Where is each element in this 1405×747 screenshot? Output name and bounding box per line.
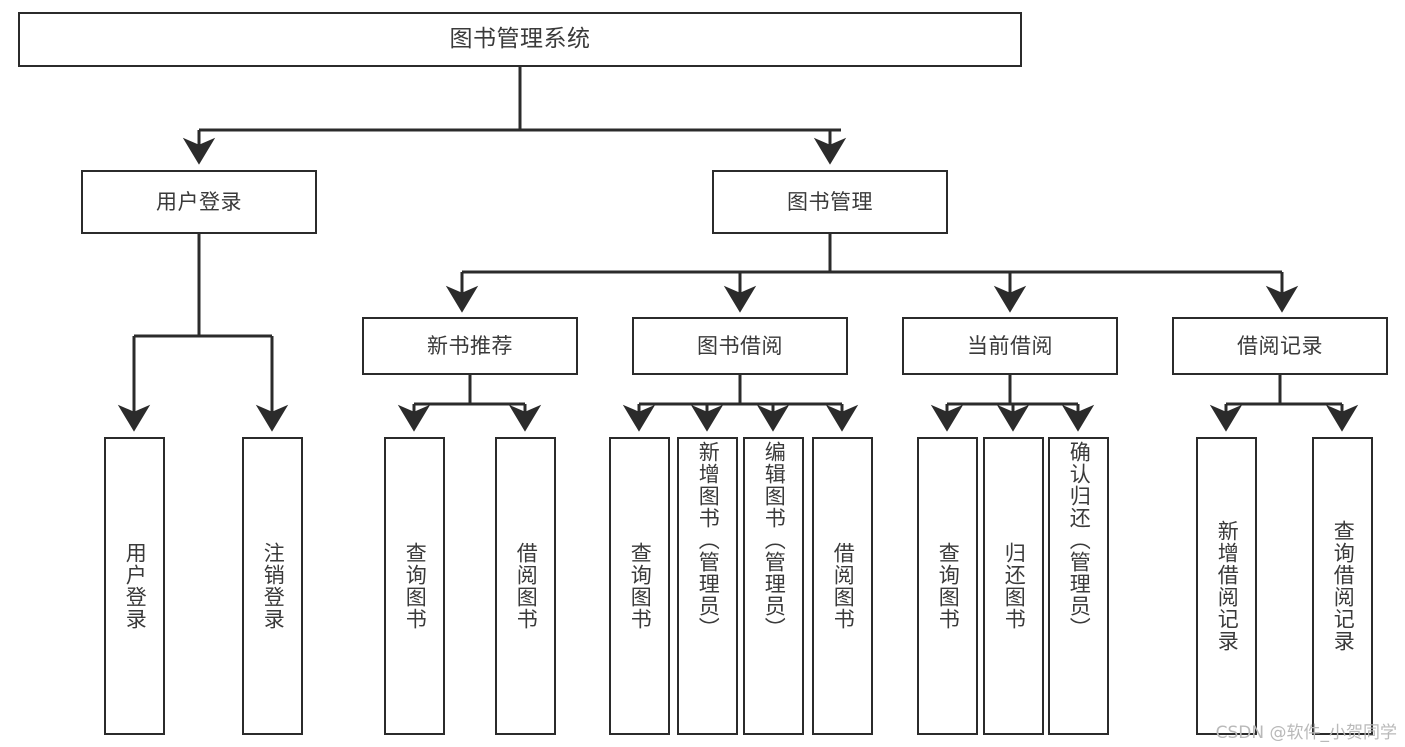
node-label: 注销登录: [261, 542, 286, 630]
node-label: 新增借阅记录: [1215, 520, 1240, 652]
watermark-text: CSDN @软件_小贺同学: [1215, 723, 1397, 743]
node-label: 图书管理系统: [449, 25, 591, 52]
node-label: 新书推荐: [427, 333, 513, 358]
node-label: 当前借阅: [967, 333, 1053, 358]
node-label: 新增图书（管理员）: [696, 441, 721, 639]
node-label: 图书管理: [787, 189, 873, 214]
leaf-current-return[interactable]: 归还图书: [983, 437, 1044, 735]
node-label: 查询图书: [403, 542, 428, 630]
node-label: 用户登录: [156, 189, 242, 214]
leaf-current-query[interactable]: 查询图书: [917, 437, 978, 735]
node-label: 借阅图书: [831, 542, 856, 630]
leaf-current-confirm-return[interactable]: 确认归还（管理员）: [1048, 437, 1109, 735]
node-borrow-record[interactable]: 借阅记录: [1172, 317, 1388, 375]
leaf-user-logout[interactable]: 注销登录: [242, 437, 303, 735]
leaf-user-login[interactable]: 用户登录: [104, 437, 165, 735]
node-new-book-recommend[interactable]: 新书推荐: [362, 317, 578, 375]
leaf-record-query[interactable]: 查询借阅记录: [1312, 437, 1373, 735]
node-label: 确认归还（管理员）: [1067, 441, 1092, 639]
leaf-borrow-query[interactable]: 查询图书: [609, 437, 670, 735]
node-label: 借阅记录: [1237, 333, 1323, 358]
leaf-borrow-lend-book[interactable]: 借阅图书: [812, 437, 873, 735]
node-label: 查询图书: [936, 542, 961, 630]
node-label: 查询借阅记录: [1331, 520, 1356, 652]
node-label: 查询图书: [628, 542, 653, 630]
leaf-borrow-add-book[interactable]: 新增图书（管理员）: [677, 437, 738, 735]
node-current-borrow[interactable]: 当前借阅: [902, 317, 1118, 375]
node-user-login[interactable]: 用户登录: [81, 170, 317, 234]
node-label: 编辑图书（管理员）: [762, 441, 787, 639]
leaf-borrow-edit-book[interactable]: 编辑图书（管理员）: [743, 437, 804, 735]
node-label: 借阅图书: [514, 542, 539, 630]
node-label: 用户登录: [123, 542, 148, 630]
node-label: 归还图书: [1002, 542, 1027, 630]
node-book-borrow[interactable]: 图书借阅: [632, 317, 848, 375]
leaf-record-add[interactable]: 新增借阅记录: [1196, 437, 1257, 735]
leaf-newbook-query[interactable]: 查询图书: [384, 437, 445, 735]
node-label: 图书借阅: [697, 333, 783, 358]
node-book-management[interactable]: 图书管理: [712, 170, 948, 234]
leaf-newbook-borrow[interactable]: 借阅图书: [495, 437, 556, 735]
node-root-system[interactable]: 图书管理系统: [18, 12, 1022, 67]
